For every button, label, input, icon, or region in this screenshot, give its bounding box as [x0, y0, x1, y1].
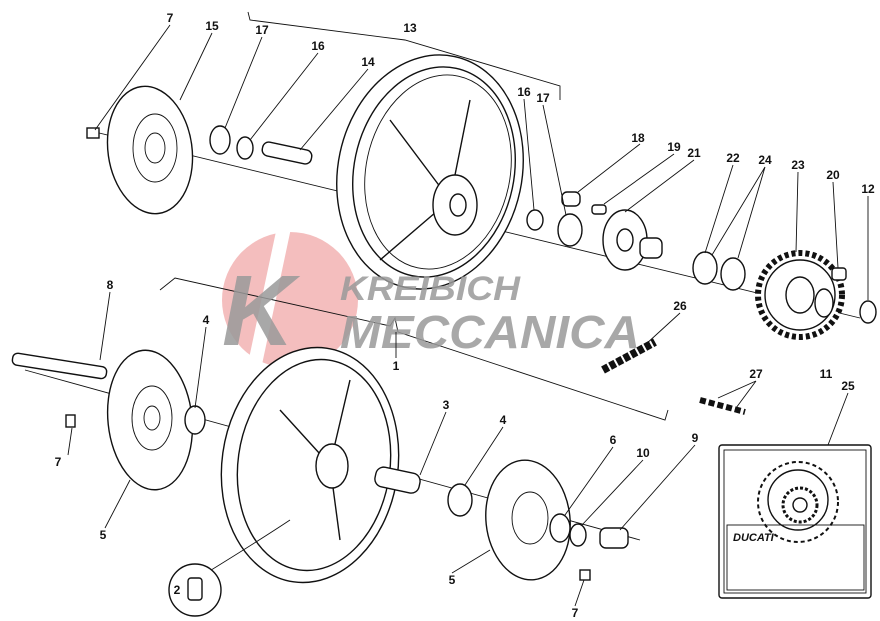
label-17: 17 [536, 91, 550, 105]
nut-20 [831, 267, 847, 281]
label-24: 24 [758, 153, 772, 167]
chain-link-27 [699, 397, 746, 415]
label-20: 20 [826, 168, 840, 182]
label-13: 13 [403, 21, 417, 35]
label-21: 21 [687, 146, 701, 160]
label-9: 9 [692, 431, 699, 445]
sprocket-flange-21 [602, 209, 663, 271]
bracket-1 [159, 277, 669, 421]
label-7: 7 [167, 11, 174, 25]
label-3: 3 [443, 398, 450, 412]
bearing-22 [692, 251, 718, 285]
label-17: 17 [255, 23, 269, 37]
label-6: 6 [610, 433, 617, 447]
bolt-7-front [65, 414, 76, 428]
bracket-13 [247, 11, 561, 100]
label-25: 25 [841, 379, 855, 393]
spacer-10 [569, 523, 587, 547]
label-1: 1 [393, 359, 400, 373]
label-27: 27 [749, 367, 763, 381]
bearing-17 [209, 125, 231, 155]
front-right-brake-disc [485, 459, 571, 581]
label-7: 7 [55, 455, 62, 469]
bearing-24 [720, 257, 746, 291]
chain-26 [601, 338, 657, 374]
valve-2 [187, 577, 203, 601]
rear-wheel [336, 54, 524, 290]
upper-brake-disc [106, 85, 194, 215]
label-10: 10 [636, 446, 650, 460]
label-14: 14 [361, 55, 375, 69]
label-16: 16 [311, 39, 325, 53]
front-wheel [220, 346, 400, 584]
label-15: 15 [205, 19, 219, 33]
label-12: 12 [861, 182, 875, 196]
circlip-11 [814, 288, 834, 318]
label-23: 23 [791, 158, 805, 172]
label-16: 16 [517, 85, 531, 99]
seal-6 [549, 513, 571, 543]
label-5: 5 [100, 528, 107, 542]
pin-19 [591, 204, 607, 215]
inset-brand-text: DUCATI [733, 532, 775, 544]
speedo-drive-9 [599, 527, 629, 549]
label-5: 5 [449, 573, 456, 587]
bearing-4 [184, 405, 206, 435]
label-26: 26 [673, 299, 687, 313]
spacer-3 [374, 466, 421, 494]
washer-12 [859, 300, 877, 324]
label-11: 11 [820, 367, 833, 381]
watermark-stripe [247, 228, 291, 368]
spacer-16b [526, 209, 544, 231]
bolt-7-upper [86, 127, 100, 139]
spacer-16 [236, 136, 254, 160]
sprocket-cover-inset-25: DUCATI [718, 444, 872, 599]
label-4: 4 [203, 313, 210, 327]
bearing-4b [447, 483, 473, 517]
label-18: 18 [631, 131, 645, 145]
label-2: 2 [174, 583, 181, 597]
label-19: 19 [667, 140, 681, 154]
spacer-14 [261, 141, 313, 165]
watermark-line2: MECCANICA [340, 306, 640, 358]
label-4: 4 [500, 413, 507, 427]
label-22: 22 [726, 151, 740, 165]
label-8: 8 [107, 278, 114, 292]
watermark-line1: KREIBICH [340, 270, 522, 308]
label-7: 7 [572, 606, 579, 620]
spacer-18 [561, 191, 581, 207]
bearing-17b [557, 213, 583, 247]
axle-8 [11, 352, 108, 380]
watermark-initial: K [222, 255, 301, 367]
bolt-7c [579, 569, 591, 581]
